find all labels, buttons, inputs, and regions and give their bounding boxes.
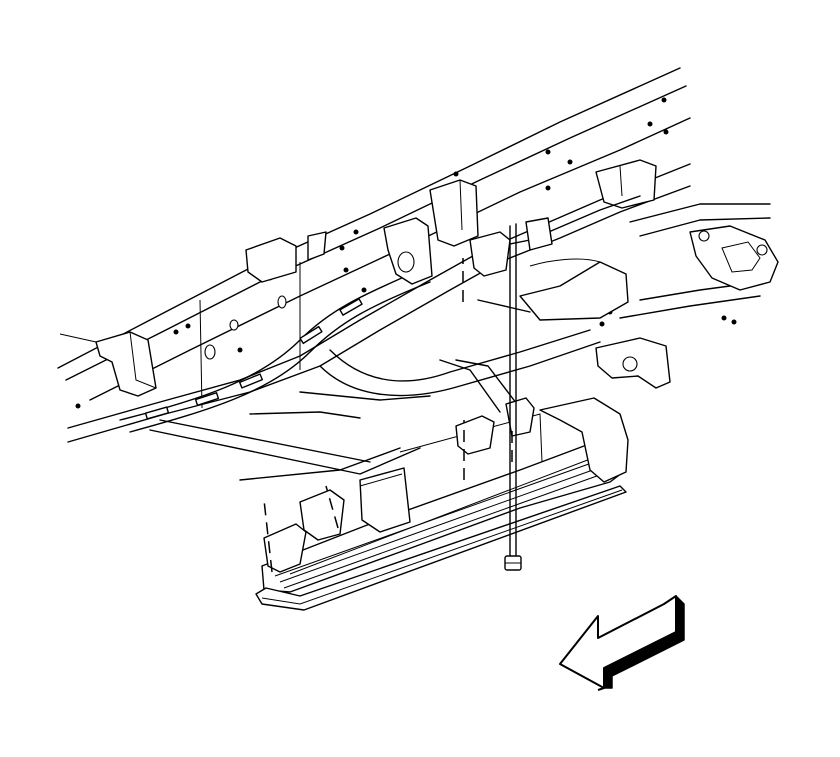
alignment-lines [263,258,513,573]
vehicle-frame-rail [57,67,779,443]
step-mounting-brackets [263,217,553,573]
frame-crossmember [149,195,641,481]
bolt [504,223,522,571]
frame-body-mount-brackets [59,159,671,397]
running-board-assist-step [255,397,629,611]
front-direction-arrow-icon [559,595,685,691]
